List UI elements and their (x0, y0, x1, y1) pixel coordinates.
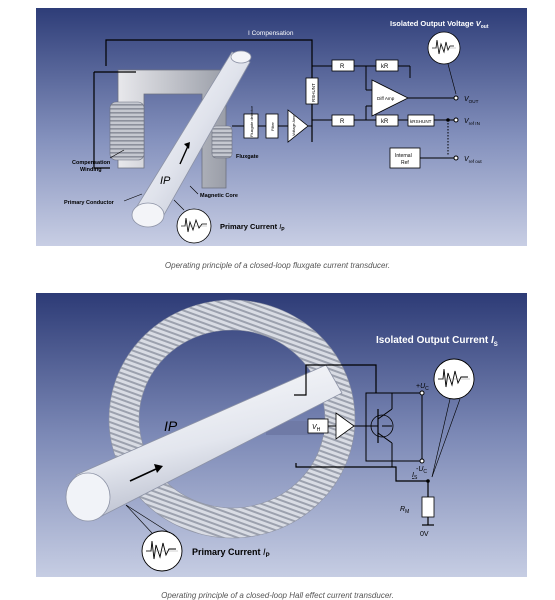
diff-amp-triangle (371, 79, 409, 117)
plus-uc-label: +UC (416, 383, 429, 392)
voltage-amp-label: Voltage Amp (292, 115, 296, 136)
fluxgate-detector-label: Fluxgate detector (249, 105, 254, 137)
ip-arrow-2 (129, 468, 157, 482)
kr-top-label: kR (381, 64, 389, 70)
filter-label: Filter (270, 121, 275, 131)
isolated-output-voltage-title: Isolated Output Voltage Vout (390, 19, 489, 30)
primary-current-label-2: Primary Current IP (192, 547, 270, 559)
minus-uc-label: -UC (416, 466, 427, 475)
figure2-caption: Operating principle of a closed-loop Hal… (161, 591, 394, 600)
fluxgate-label: Fluxgate (236, 154, 259, 160)
kr-shunt-label: kRSHUNT (410, 119, 432, 124)
zero-v-label: 0V (420, 531, 429, 538)
rod-ip-label-2: IP (164, 418, 178, 434)
vout-label: VOUT (464, 96, 479, 104)
rm-resistor (421, 496, 435, 518)
primary-current-label: Primary Current IP (220, 222, 285, 233)
figure1-caption: Operating principle of a closed-loop flu… (164, 261, 391, 270)
r-bottom-label: R (340, 119, 345, 125)
compensation-winding-label-2: Winding (80, 167, 102, 173)
hall-effect-transducer-diagram: IP VH +UC -UC IS RM 0V Isolated Output C… (36, 293, 527, 577)
fluxgate-transducer-diagram: IP I Compensation Fluxgate detector Filt… (36, 8, 527, 246)
vref-out-label: Vref out (464, 156, 482, 164)
isolated-output-current-title: Isolated Output Current IS (376, 335, 498, 348)
diff-amp-label: Diff Amp (377, 96, 395, 101)
vref-in-label: Vref IN (464, 118, 480, 126)
magnetic-core-label: Magnetic Core (200, 193, 238, 199)
is-label: IS (412, 472, 418, 481)
internal-ref-label-1: Internal (395, 153, 412, 159)
ip-arrow (179, 145, 189, 165)
i-compensation-label: I Compensation (248, 30, 294, 37)
hall-amp-triangle (335, 412, 355, 440)
r-shunt-label: RSHUNT (311, 83, 316, 102)
kr-bottom-label: kR (381, 119, 389, 125)
vh-label: VH (312, 424, 321, 433)
internal-ref-label-2: Ref (401, 160, 409, 166)
r-top-label: R (340, 64, 345, 70)
rod-ip-label: IP (160, 175, 171, 187)
voltage-amp-triangle (287, 109, 309, 143)
compensation-winding-label-1: Compensation (72, 160, 111, 166)
rm-label: RM (400, 506, 409, 515)
primary-conductor-label: Primary Conductor (64, 200, 115, 206)
transistor-stage (365, 392, 423, 462)
